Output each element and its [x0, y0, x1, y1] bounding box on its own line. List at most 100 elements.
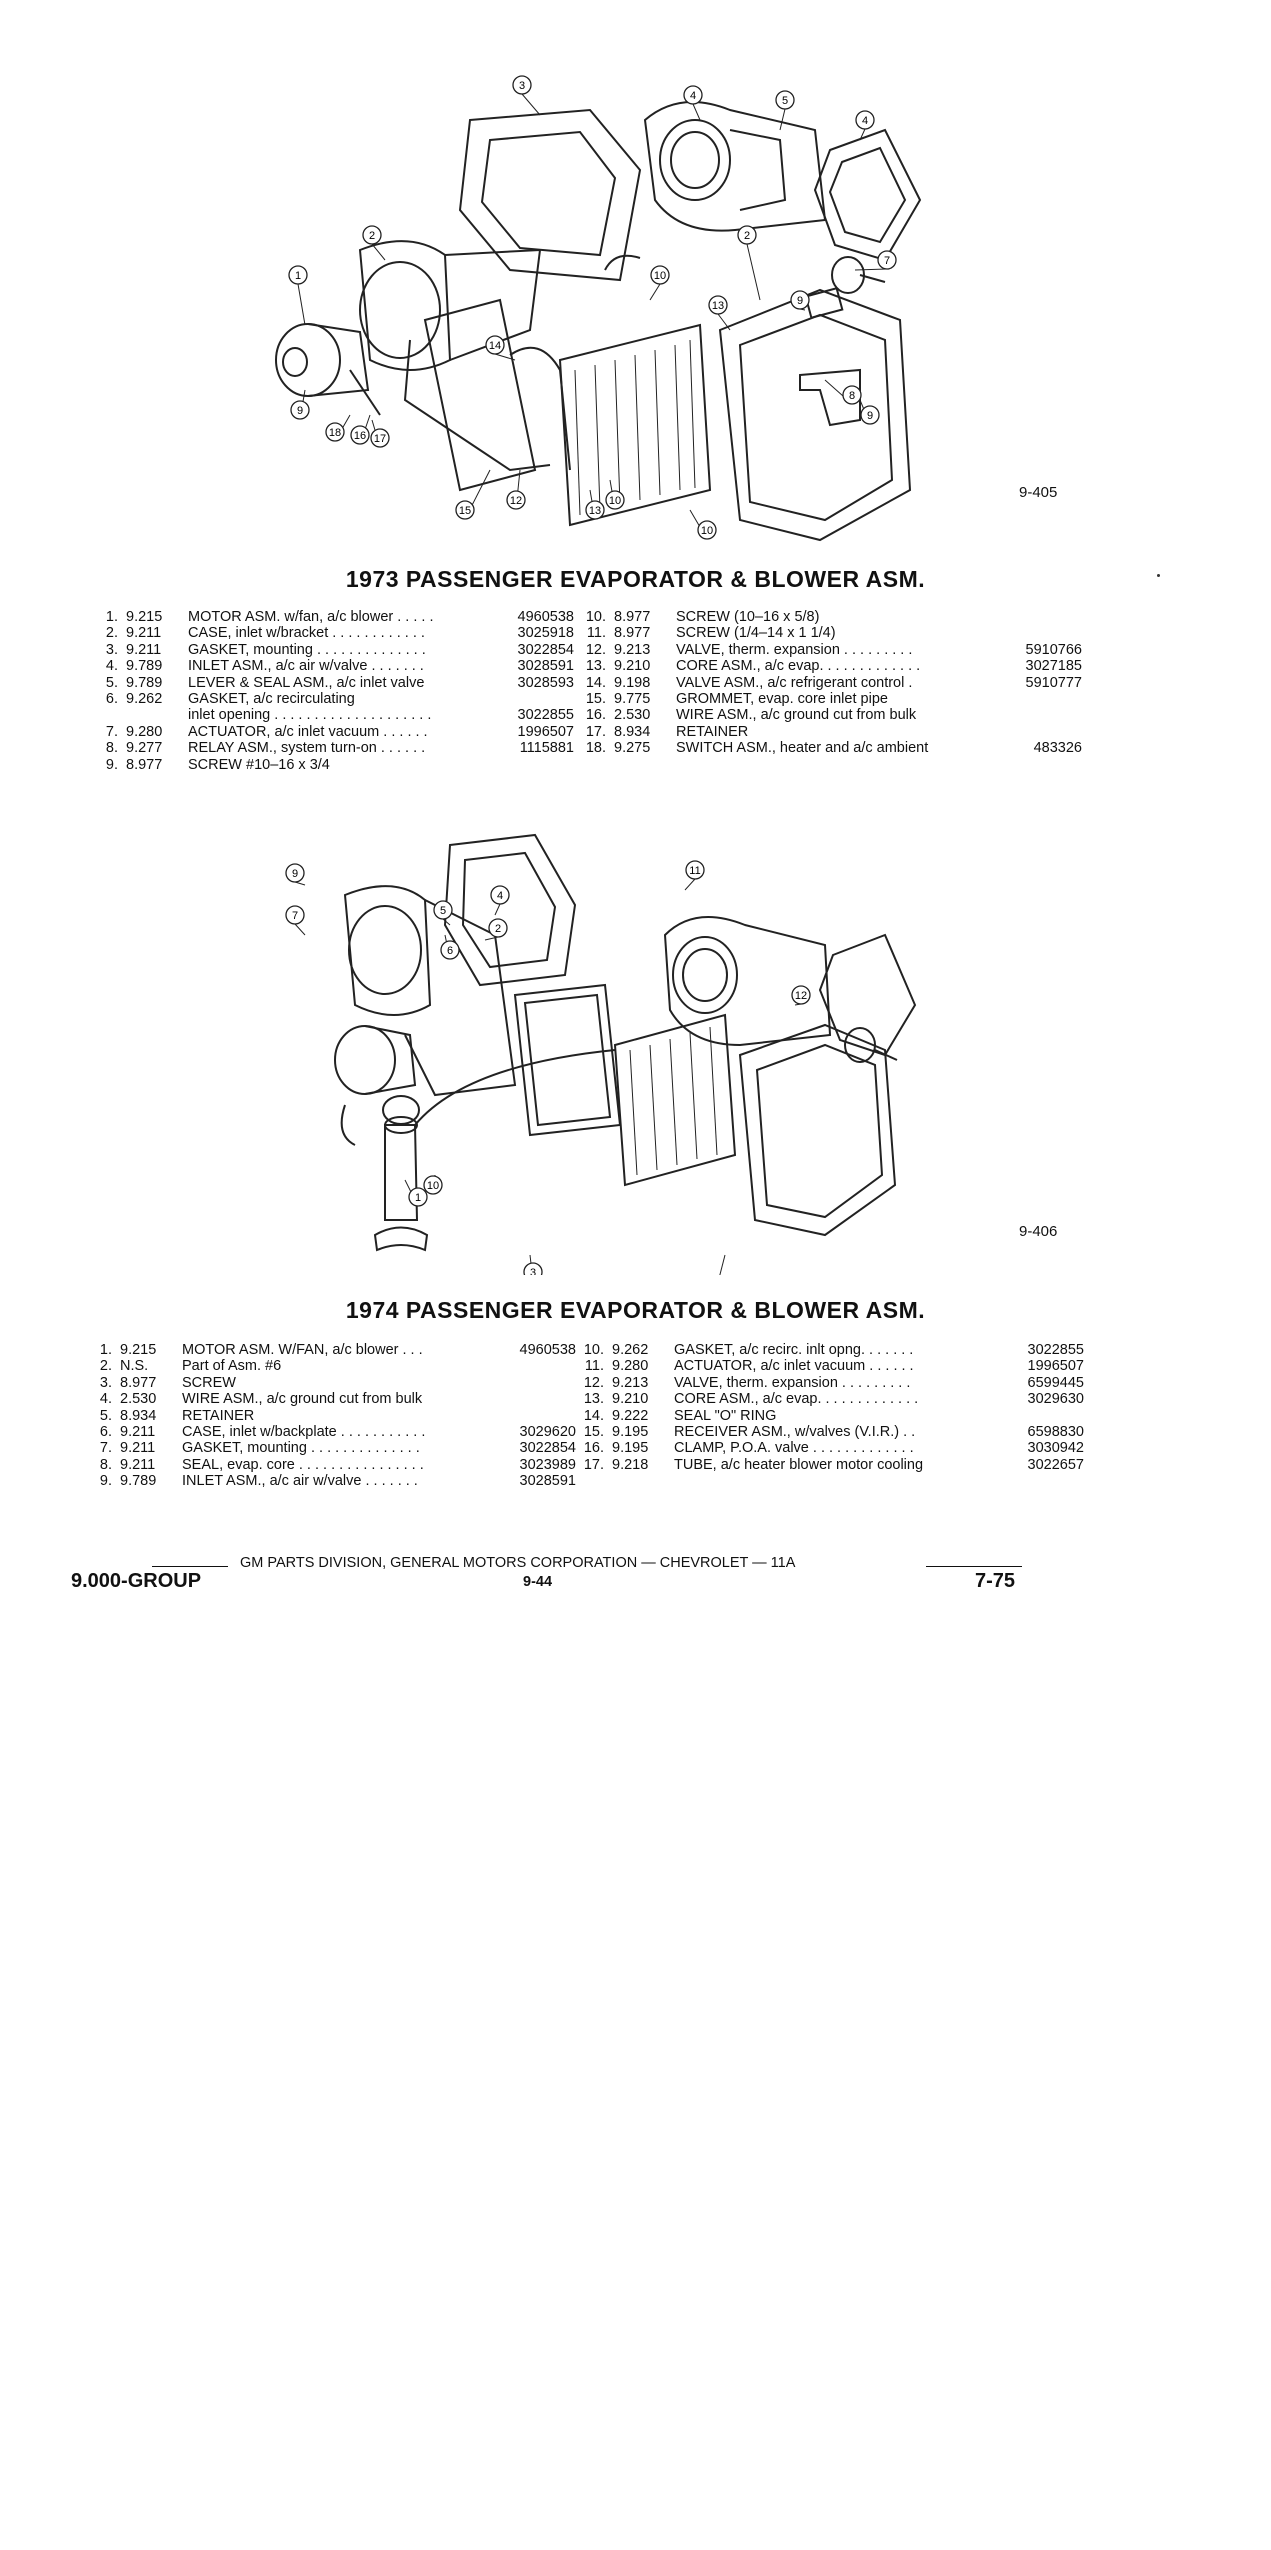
part-description: ACTUATOR, a/c inlet vacuum . . . . . . — [674, 1358, 914, 1375]
callout-9: 9 — [290, 389, 310, 420]
svg-text:9: 9 — [867, 410, 873, 422]
part-number-index: 5. — [105, 674, 118, 691]
part-number: 3022855 — [517, 707, 574, 724]
callout-6: 6 — [440, 934, 460, 960]
svg-text:5: 5 — [782, 95, 788, 107]
callout-13: 13 — [708, 295, 731, 331]
svg-text:2: 2 — [369, 230, 375, 242]
part-number-index: 6. — [99, 1423, 112, 1440]
svg-text:4: 4 — [862, 115, 868, 127]
callout-1: 1 — [404, 1179, 428, 1207]
part-description: RETAINER — [676, 723, 749, 740]
group-code: 9.215 — [120, 1342, 157, 1358]
part-number-index: 1. — [105, 609, 118, 625]
group-code: 9.218 — [612, 1456, 649, 1473]
part-description: SCREW — [182, 1374, 236, 1391]
part-number: 3028593 — [517, 674, 574, 691]
callout-2: 2 — [362, 225, 386, 261]
group-code: 9.789 — [120, 1473, 157, 1490]
part-description: SEAL, evap. core . . . . . . . . . . . .… — [182, 1456, 424, 1473]
table-row: 2.N.S.Part of Asm. #6 — [88, 1358, 572, 1374]
group-code: 9.213 — [614, 641, 651, 658]
svg-text:6: 6 — [447, 945, 453, 957]
part-number-index: 13. — [583, 1391, 604, 1408]
callout-12: 12 — [506, 469, 526, 510]
part-description: CORE ASM., a/c evap. . . . . . . . . . .… — [674, 1391, 919, 1408]
svg-text:10: 10 — [701, 525, 713, 537]
part-number: 1996507 — [1027, 1358, 1084, 1375]
group-code: 9.775 — [614, 690, 651, 707]
callout-10: 10 — [649, 265, 670, 301]
part-description: RELAY ASM., system turn-on . . . . . . — [188, 740, 426, 757]
group-code: 9.280 — [612, 1358, 649, 1375]
callout-2: 2 — [719, 1254, 726, 1275]
part-number-index: 6. — [105, 690, 118, 707]
group-code: 9.211 — [120, 1456, 156, 1473]
callout-2: 2 — [484, 918, 508, 941]
callout-9: 9 — [285, 863, 306, 886]
part-number-index: 11. — [586, 625, 606, 642]
footer-date: 7-75 — [975, 1570, 1016, 1592]
part-number-index: 14. — [585, 674, 606, 691]
callout-10: 10 — [689, 509, 717, 540]
part-number: 3029620 — [519, 1423, 576, 1440]
footer-rule-right — [926, 1566, 1022, 1567]
group-code: 9.210 — [614, 658, 651, 675]
svg-text:10: 10 — [609, 495, 621, 507]
svg-text:4: 4 — [690, 90, 696, 102]
svg-text:2: 2 — [744, 230, 750, 242]
callout-4: 4 — [855, 110, 875, 141]
part-number-index: 2. — [99, 1358, 112, 1375]
svg-text:7: 7 — [292, 910, 298, 922]
callout-2: 2 — [737, 225, 761, 301]
part-number-index: 15. — [585, 690, 606, 707]
footer-page: 9-44 — [523, 1574, 553, 1590]
group-code: 8.934 — [120, 1407, 157, 1424]
part-number: 3022657 — [1027, 1456, 1084, 1473]
callout-17: 17 — [370, 419, 390, 448]
group-code: 8.977 — [614, 609, 651, 625]
part-number: 5910766 — [1025, 641, 1082, 658]
callout-13: 13 — [585, 489, 605, 520]
callout-8: 8 — [824, 379, 862, 405]
group-code: 8.934 — [614, 723, 651, 740]
svg-text:9: 9 — [292, 868, 298, 880]
group-code: 9.215 — [126, 609, 163, 625]
part-description: SEAL "O" RING — [674, 1407, 777, 1424]
svg-text:8: 8 — [849, 390, 855, 402]
part-description: CLAMP, P.O.A. valve . . . . . . . . . . … — [674, 1440, 914, 1457]
svg-text:4: 4 — [497, 890, 503, 902]
part-description: MOTOR ASM. W/FAN, a/c blower . . . — [182, 1342, 423, 1358]
part-description: CASE, inlet w/backplate . . . . . . . . … — [182, 1423, 426, 1440]
callout-7: 7 — [285, 905, 306, 936]
part-number-index: 3. — [105, 641, 118, 658]
svg-text:9: 9 — [297, 405, 303, 417]
callout-9: 9 — [790, 290, 810, 311]
part-number-index: 8. — [105, 740, 118, 757]
svg-text:16: 16 — [354, 430, 366, 442]
part-number-index: 4. — [105, 658, 118, 675]
part-number: 3029630 — [1027, 1391, 1084, 1408]
part-number: 3028591 — [519, 1473, 576, 1490]
svg-text:7: 7 — [884, 255, 890, 267]
group-code: 9.195 — [612, 1423, 649, 1440]
callout-15: 15 — [455, 469, 491, 520]
group-code: 9.789 — [126, 658, 163, 675]
part-description: CASE, inlet w/bracket . . . . . . . . . … — [188, 625, 425, 642]
group-code: 9.195 — [612, 1440, 649, 1457]
